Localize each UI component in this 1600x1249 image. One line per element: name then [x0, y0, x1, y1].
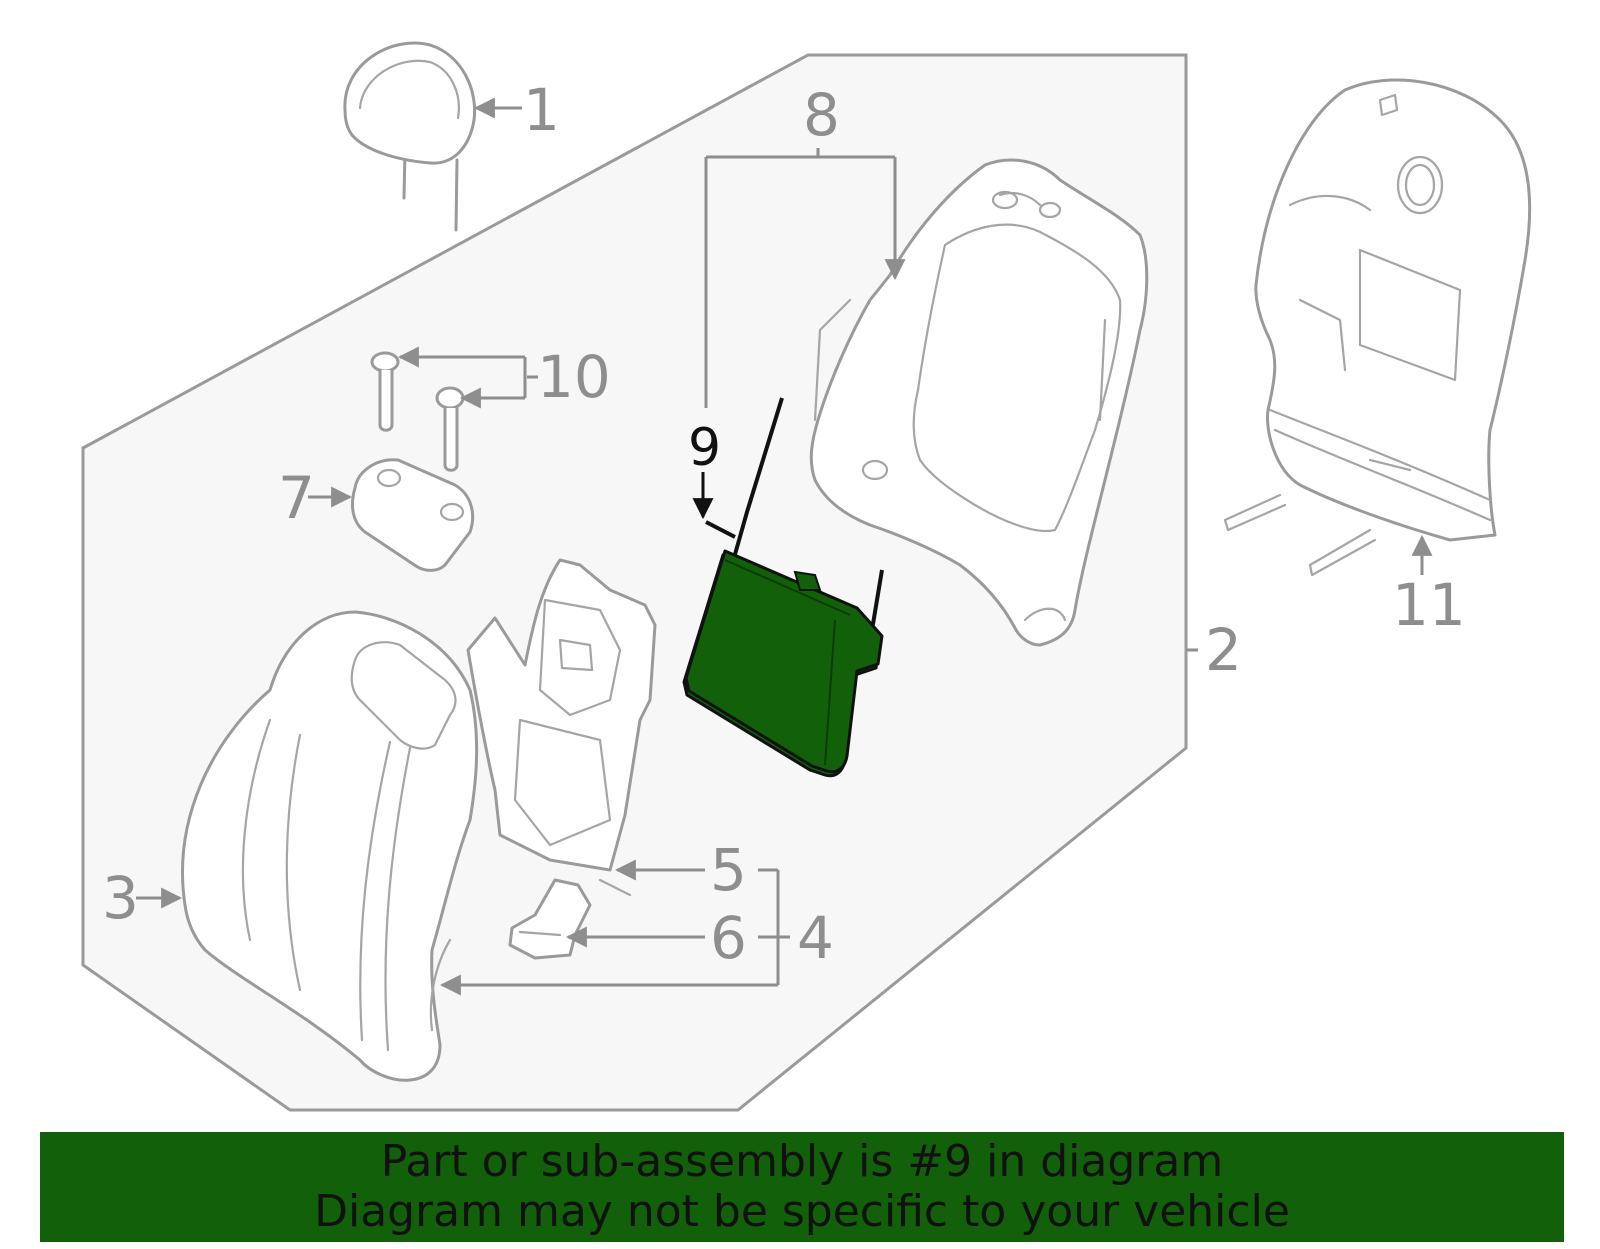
module-part-highlighted — [682, 397, 884, 778]
banner-line-disclaimer: Diagram may not be specific to your vehi… — [314, 1186, 1290, 1237]
banner-line-part-number: Part or sub-assembly is #9 in diagram — [380, 1136, 1224, 1187]
callout-10: 10 — [537, 343, 611, 411]
callout-1: 1 — [523, 76, 560, 144]
seat-back-part — [1223, 78, 1532, 577]
callout-9: 9 — [688, 418, 721, 478]
callout-8: 8 — [803, 81, 840, 149]
leader-lines — [136, 97, 1433, 996]
headrest-part — [343, 41, 477, 232]
callout-7: 7 — [278, 464, 315, 532]
back-panel-part — [466, 558, 657, 897]
callout-5: 5 — [710, 836, 747, 904]
callout-3: 3 — [102, 864, 139, 932]
cover-part — [351, 458, 475, 572]
callout-2: 2 — [1205, 616, 1242, 684]
seat-back-cover-part — [181, 610, 479, 1082]
callout-6: 6 — [710, 904, 747, 972]
info-banner: Part or sub-assembly is #9 in diagram Di… — [40, 1132, 1564, 1242]
callout-11: 11 — [1392, 571, 1466, 639]
callout-4: 4 — [797, 904, 834, 972]
seat-back-frame-part — [809, 158, 1149, 647]
bolts-part — [370, 351, 465, 472]
